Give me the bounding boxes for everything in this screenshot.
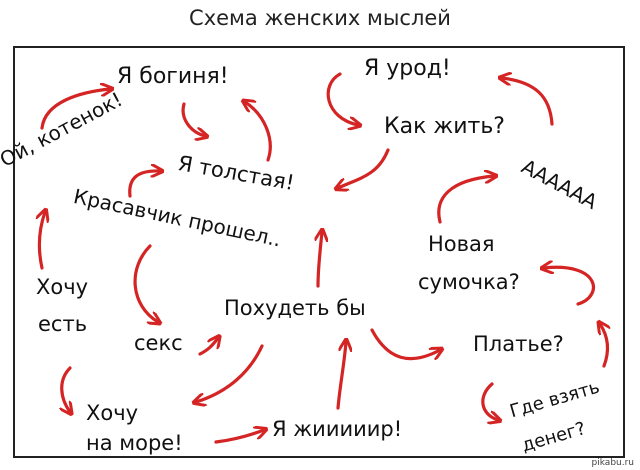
arrow-goddess-to-fat	[181, 102, 205, 136]
node-new-bag-2: сумочка?	[418, 270, 520, 294]
arrow-how-to-fat	[338, 148, 390, 188]
arrow-lose-to-fat	[318, 232, 322, 288]
arrow-money-to-dress	[600, 324, 607, 368]
node-fat-me: Я жииииир!	[272, 417, 403, 441]
node-want-sea-1: Хочу	[86, 401, 139, 425]
arrow-aaa-to-ugly	[502, 78, 554, 126]
node-lose-weight: Похудеть бы	[224, 296, 366, 320]
node-want-sea-2: на море!	[86, 431, 183, 455]
watermark: pikabu.ru	[591, 458, 634, 468]
node-dress: Платье?	[473, 332, 564, 356]
arrow-ugly-to-how	[326, 72, 358, 125]
arrow-kitten-to-goddess	[40, 89, 110, 130]
arrow-sex-to-lose	[198, 338, 218, 356]
arrow-dress-to-money	[481, 382, 498, 420]
page-title: Схема женских мыслей	[189, 6, 451, 30]
arrow-fatme-to-lose	[336, 342, 346, 410]
arrow-eat-to-handsome	[39, 212, 45, 270]
arrow-sex-from-handsome	[133, 244, 158, 322]
node-ugly: Я урод!	[364, 56, 451, 81]
node-want-eat-1: Хочу	[36, 275, 89, 299]
arrow-fat-to-goddess	[245, 102, 272, 162]
arrow-lose-to-sea	[196, 344, 264, 402]
node-how-to-live: Как жить?	[384, 114, 505, 139]
arrow-bag-to-aaa	[437, 176, 494, 224]
node-sex: секс	[134, 331, 183, 355]
arrow-handsome-to-fat	[128, 171, 160, 198]
arrow-dress-to-bag	[544, 267, 595, 306]
arrow-eat-to-sea	[62, 366, 70, 412]
node-goddess: Я богиня!	[117, 64, 229, 89]
arrow-lose-to-dress	[370, 328, 440, 359]
arrow-sea-to-fatme	[214, 430, 264, 444]
node-want-eat-2: есть	[38, 312, 88, 336]
node-new-bag-1: Новая	[428, 232, 495, 256]
